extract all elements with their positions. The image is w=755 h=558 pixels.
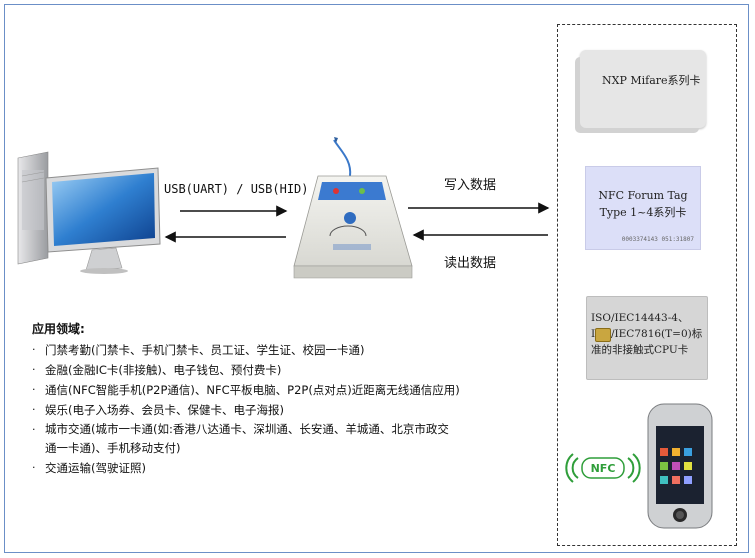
computer-tower [17, 151, 49, 265]
list-item-text: 通一卡通)、手机移动支付) [45, 441, 181, 455]
bullet: · [32, 403, 36, 416]
list-item-text: 交通运输(驾驶证照) [45, 461, 146, 475]
interface-arrows [164, 205, 288, 243]
cpu-card-line2: ISO/IEC7816(T=0)标 [591, 328, 703, 340]
read-data-label: 读出数据 [444, 256, 497, 271]
list-item: · 门禁考勤(门禁卡、手机门禁卡、员工证、学生证、校园一卡通) [32, 340, 460, 360]
nfc-forum-card-line1: NFC Forum Tag [598, 189, 688, 202]
cpu-card-line3: 准的非接触式CPU卡 [591, 344, 689, 356]
nfc-forum-card: NFC Forum Tag Type 1~4系列卡 0003374143 051… [585, 166, 701, 250]
list-item: · 城市交通(城市一卡通(如:香港八达通卡、深圳通、长安通、羊城通、北京市政交 [32, 420, 460, 439]
write-data-label: 写入数据 [444, 178, 497, 193]
mifare-card: NXP Mifare系列卡 [580, 50, 706, 128]
list-item-text: 通信(NFC智能手机(P2P通信)、NFC平板电脑、P2P(点对点)近距离无线通… [45, 383, 460, 397]
list-item: · 娱乐(电子入场券、会员卡、保健卡、电子海报) [32, 400, 460, 420]
cpu-card-line1: ISO/IEC14443-4、 [591, 312, 689, 324]
interface-label: USB(UART) / USB(HID) [164, 182, 309, 196]
bullet: · [32, 343, 36, 356]
computer-monitor [45, 167, 161, 274]
list-item-text: 门禁考勤(门禁卡、手机门禁卡、员工证、学生证、校园一卡通) [45, 343, 365, 357]
bullet: · [32, 383, 36, 396]
outer-frame [4, 4, 749, 553]
list-item: · 通信(NFC智能手机(P2P通信)、NFC平板电脑、P2P(点对点)近距离无线… [32, 380, 460, 400]
applications-section: 应用领域: · 门禁考勤(门禁卡、手机门禁卡、员工证、学生证、校园一卡通) · 金融… [32, 320, 460, 478]
list-item-continuation: 通一卡通)、手机移动支付) [32, 439, 460, 458]
chip-icon [595, 328, 611, 342]
list-item: · 交通运输(驾驶证照) [32, 458, 460, 478]
bullet: · [32, 363, 36, 376]
applications-title: 应用领域: [32, 322, 85, 336]
bullet: · [32, 423, 36, 436]
list-item: · 金融(金融IC卡(非接触)、电子钱包、预付费卡) [32, 360, 460, 380]
applications-list: · 门禁考勤(门禁卡、手机门禁卡、员工证、学生证、校园一卡通) · 金融(金融IC卡… [32, 340, 460, 478]
cpu-card: ISO/IEC14443-4、 ISO/IEC7816(T=0)标 准的非接触式… [586, 296, 708, 380]
nfc-logo [565, 453, 641, 483]
bullet: · [32, 461, 36, 474]
nfc-logo-text: NFC [591, 462, 616, 475]
list-item-text: 金融(金融IC卡(非接触)、电子钱包、预付费卡) [45, 363, 282, 377]
list-item-text: 城市交通(城市一卡通(如:香港八达通卡、深圳通、长安通、羊城通、北京市政交 [45, 422, 449, 436]
data-arrows [408, 202, 550, 241]
mifare-card-label: NXP Mifare系列卡 [602, 74, 701, 87]
card-panel [557, 24, 737, 546]
list-item-text: 娱乐(电子入场券、会员卡、保健卡、电子海报) [45, 403, 284, 417]
nfc-forum-card-number: 0003374143 051:31807 [621, 236, 694, 243]
nfc-phone [647, 403, 713, 529]
nfc-forum-card-line2: Type 1~4系列卡 [599, 206, 687, 219]
nfc-reader-device [293, 137, 413, 279]
